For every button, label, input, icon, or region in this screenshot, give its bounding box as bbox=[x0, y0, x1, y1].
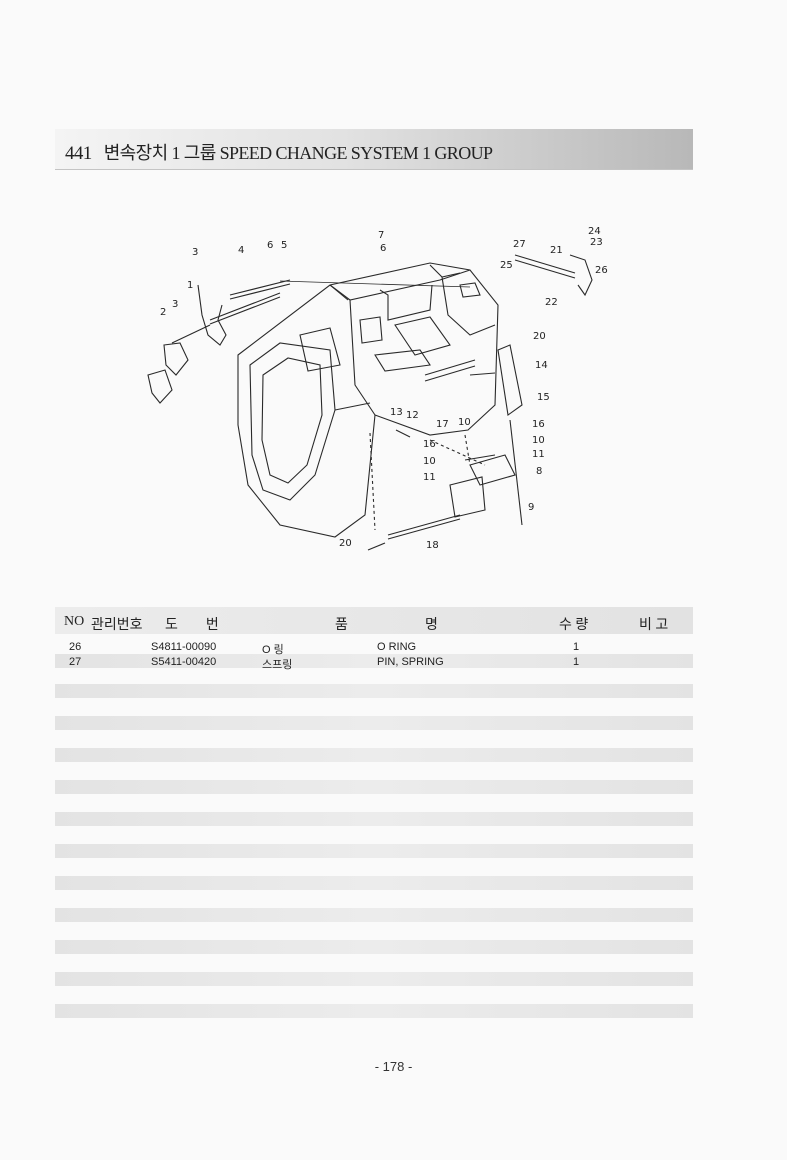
callout-label: 20 bbox=[339, 538, 352, 549]
col-drawing-no: 도 번 bbox=[165, 618, 219, 633]
callout-label: 27 bbox=[513, 239, 526, 250]
callout-label: 21 bbox=[550, 245, 563, 256]
callout-label: 15 bbox=[537, 392, 550, 403]
callout-label: 25 bbox=[500, 260, 513, 271]
callout-label: 3 bbox=[192, 247, 198, 258]
exploded-parts-diagram: 3 4 6 5 1 3 2 7 6 27 25 21 24 23 26 22 2… bbox=[130, 225, 620, 570]
callout-label: 17 bbox=[436, 419, 449, 430]
diagram-drawing: 3 4 6 5 1 3 2 7 6 27 25 21 24 23 26 22 2… bbox=[147, 226, 608, 551]
row-name-english: PIN, SPRING bbox=[377, 656, 444, 668]
col-mgmt-no: 관리번호 bbox=[91, 618, 143, 633]
callout-label: 8 bbox=[536, 466, 542, 477]
callout-label: 20 bbox=[533, 331, 546, 342]
page-number: - 178 - bbox=[374, 1059, 413, 1074]
section-title-text: 변속장치 1 그룹 SPEED CHANGE SYSTEM 1 GROUP bbox=[103, 143, 493, 163]
callout-label: 4 bbox=[238, 245, 244, 256]
callout-label: 11 bbox=[423, 472, 436, 483]
table-row: 26 S4811-00090 O 링 O RING 1 bbox=[55, 641, 693, 656]
parts-table-header: NO 관리번호 도 번 품 명 수 량 비 고 bbox=[55, 607, 693, 634]
section-title: 441 변속장치 1 그룹 SPEED CHANGE SYSTEM 1 GROUP bbox=[65, 139, 493, 165]
callout-label: 5 bbox=[281, 240, 287, 251]
callout-label: 26 bbox=[595, 265, 608, 276]
col-name-a: 품 bbox=[335, 618, 348, 633]
row-name-korean: O 링 bbox=[262, 644, 284, 656]
diagram-callouts: 3 4 6 5 1 3 2 7 6 27 25 21 24 23 26 22 2… bbox=[160, 226, 608, 551]
col-qty: 수 량 bbox=[559, 618, 589, 633]
callout-label: 13 bbox=[390, 407, 403, 418]
callout-label: 16 bbox=[532, 419, 545, 430]
callout-label: 1 bbox=[187, 280, 193, 291]
callout-label: 10 bbox=[423, 456, 436, 467]
row-part-number: S5411-00420 bbox=[151, 656, 217, 668]
callout-label: 6 bbox=[380, 243, 386, 254]
section-number: 441 bbox=[65, 143, 92, 164]
row-name-english: O RING bbox=[377, 641, 417, 653]
callout-label: 16 bbox=[423, 439, 436, 450]
row-no: 27 bbox=[69, 656, 82, 668]
callout-label: 7 bbox=[378, 230, 384, 241]
col-name-b: 명 bbox=[425, 618, 438, 633]
callout-label: 12 bbox=[406, 410, 419, 421]
callout-label: 2 bbox=[160, 307, 166, 318]
row-name-korean: 스프링 bbox=[262, 659, 293, 671]
callout-label: 10 bbox=[532, 435, 545, 446]
col-no: NO bbox=[64, 614, 85, 629]
callout-label: 6 bbox=[267, 240, 273, 251]
row-quantity: 1 bbox=[573, 656, 580, 668]
callout-label: 10 bbox=[458, 417, 471, 428]
callout-label: 11 bbox=[532, 449, 545, 460]
row-part-number: S4811-00090 bbox=[151, 641, 217, 653]
row-quantity: 1 bbox=[573, 641, 580, 653]
callout-label: 24 bbox=[588, 226, 601, 237]
callout-label: 14 bbox=[535, 360, 548, 371]
callout-label: 22 bbox=[545, 297, 558, 308]
table-row: 27 S5411-00420 스프링 PIN, SPRING 1 bbox=[55, 656, 693, 671]
section-title-bar: 441 변속장치 1 그룹 SPEED CHANGE SYSTEM 1 GROUP bbox=[55, 129, 693, 170]
col-remark: 비 고 bbox=[639, 618, 669, 633]
row-no: 26 bbox=[69, 641, 82, 653]
callout-label: 18 bbox=[426, 540, 439, 551]
callout-label: 9 bbox=[528, 502, 534, 513]
callout-label: 23 bbox=[590, 237, 603, 248]
callout-label: 3 bbox=[172, 299, 178, 310]
